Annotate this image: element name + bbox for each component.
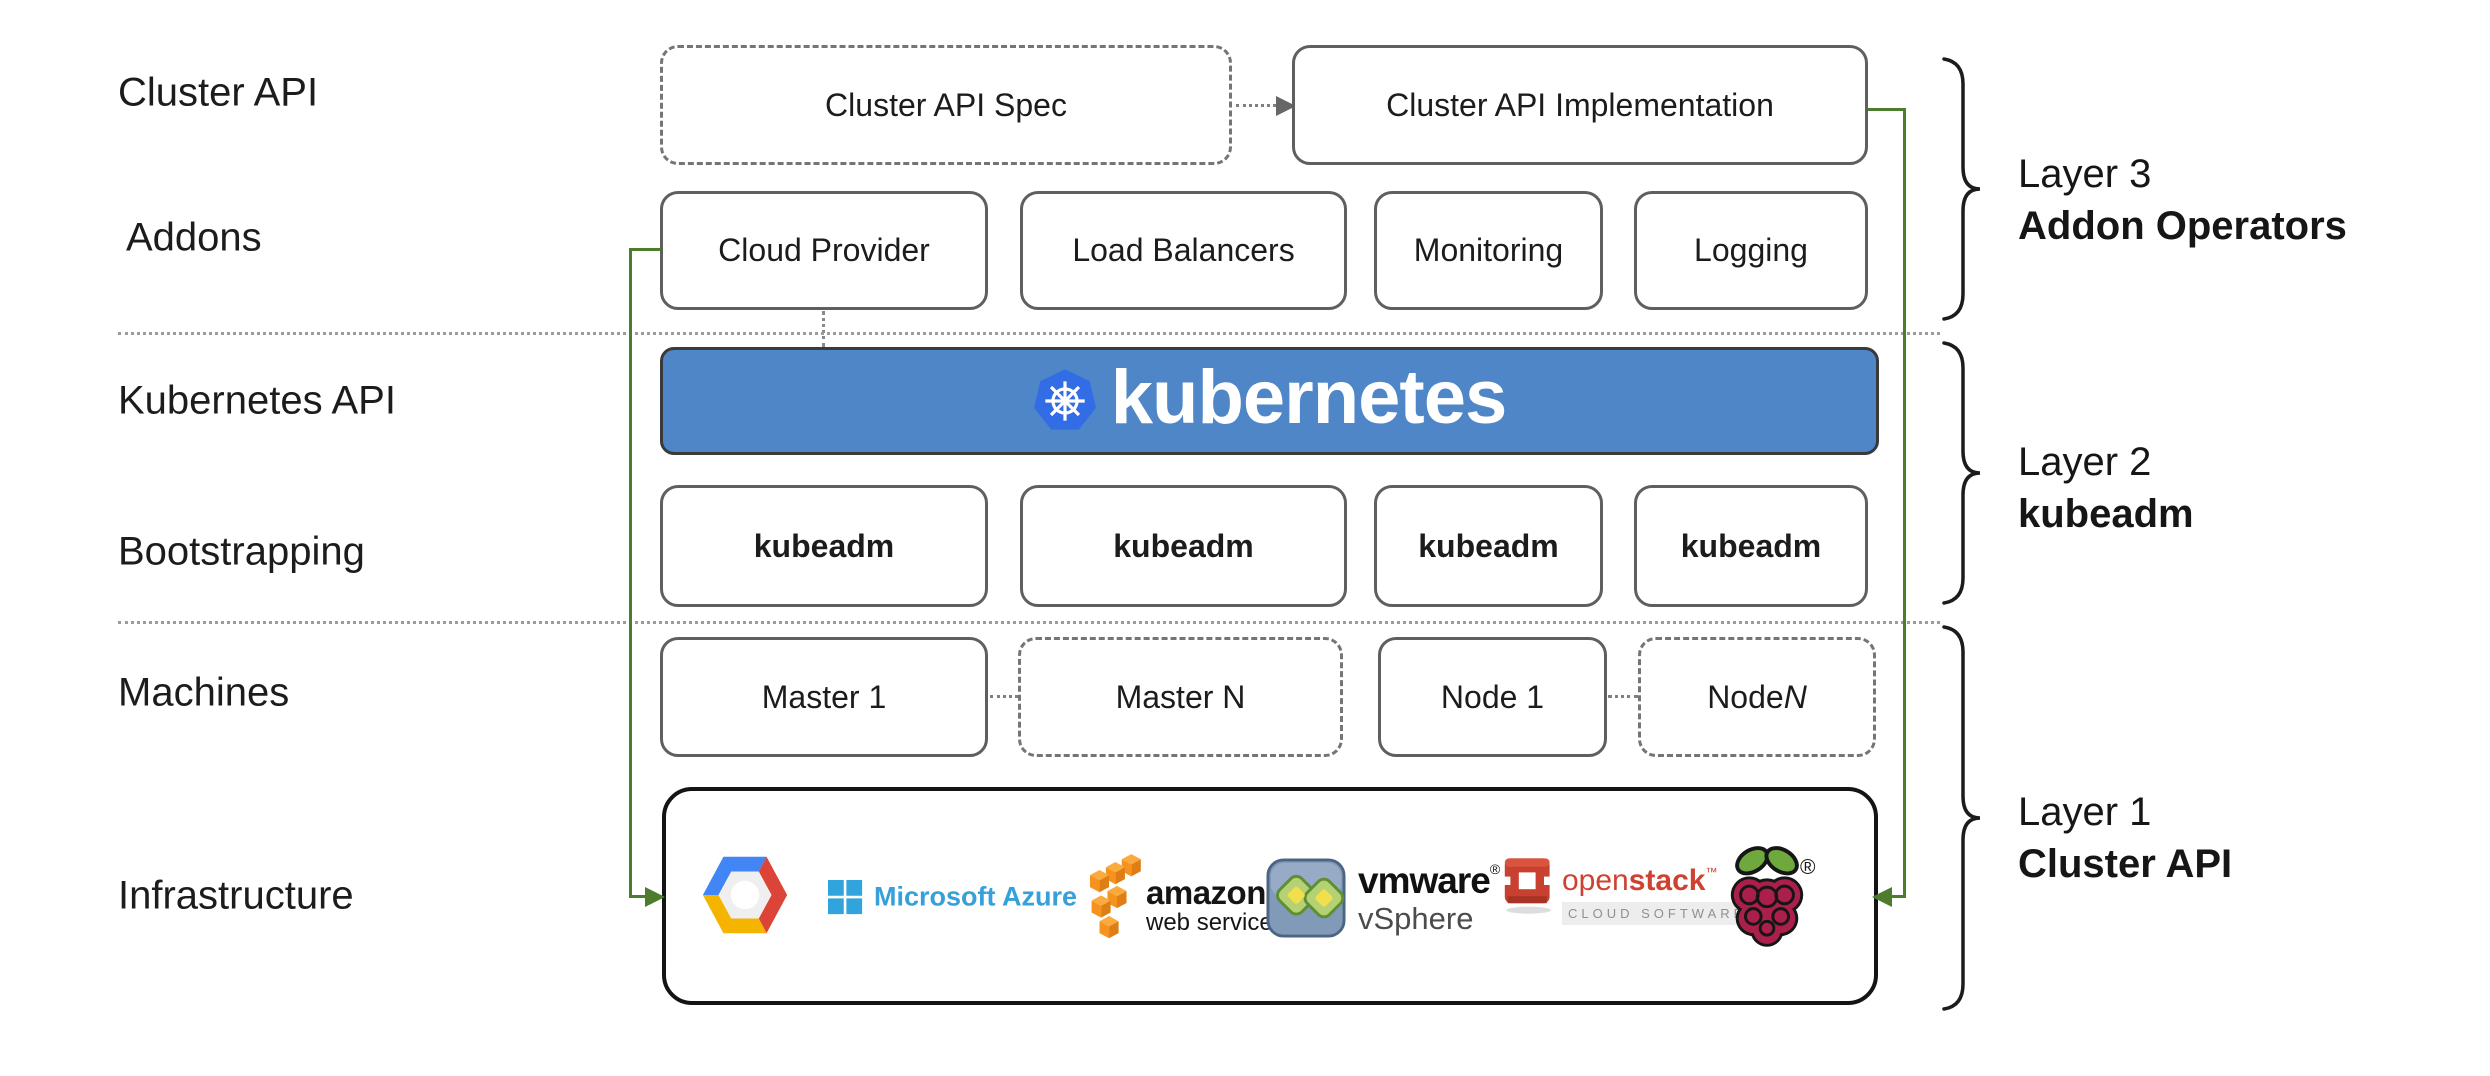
node-n-italic: N <box>1783 678 1807 715</box>
layer-2-brace-icon <box>1941 340 1983 611</box>
raspberry-pi-registered-mark: ® <box>1800 856 1816 879</box>
green-connector-implementation-stub <box>1868 108 1906 111</box>
raspberry-pi-icon <box>1722 836 1812 955</box>
machine-box-node-n: Node N <box>1638 637 1876 757</box>
green-connector-left-vertical <box>629 248 632 898</box>
vmware-wordmark-line2: vSphere <box>1358 901 1474 936</box>
row-label-bootstrapping: Bootstrapping <box>118 529 365 574</box>
openstack-word-stack: stack <box>1628 864 1706 897</box>
row-label-cluster-api: Cluster API <box>118 70 319 115</box>
layer-3-subtitle: Addon Operators <box>2018 204 2347 248</box>
node-n-label: Node <box>1707 678 1784 715</box>
vmware-vsphere-icon <box>1266 858 1346 943</box>
openstack-cloud-software-label: CLOUD SOFTWARE <box>1562 902 1753 925</box>
machine-box-master-1: Master 1 <box>660 637 988 757</box>
layer-2-annotation: Layer 2 kubeadm <box>2018 436 2194 540</box>
vmware-text: vmware <box>1358 860 1491 901</box>
section-separator-top <box>118 332 1940 335</box>
machine-box-node-1: Node 1 <box>1378 637 1607 757</box>
vmware-wordmark-line1: vmware® <box>1358 860 1500 901</box>
layer-2-title: Layer 2 <box>2018 440 2152 484</box>
layer-1-brace-icon <box>1941 624 1983 1017</box>
green-connector-cloud-provider-stub <box>629 248 661 251</box>
aws-wordmark-amazon: amazon <box>1146 874 1266 911</box>
cluster-api-implementation-box: Cluster API Implementation <box>1292 45 1868 165</box>
green-connector-left-bottom-stub <box>629 895 647 898</box>
machine-box-master-n: Master N <box>1018 637 1343 757</box>
section-separator-bottom <box>118 621 1940 624</box>
microsoft-azure-flag-icon <box>828 880 863 920</box>
addon-box-logging: Logging <box>1634 191 1868 310</box>
spec-to-impl-dotted-line <box>1236 104 1276 107</box>
google-cloud-platform-icon <box>696 846 794 949</box>
vmware-wordmark: vmware® vSphere <box>1358 860 1500 936</box>
green-arrowhead-right-icon <box>1872 887 1892 907</box>
layer-1-annotation: Layer 1 Cluster API <box>2018 786 2232 890</box>
layer-3-title: Layer 3 <box>2018 152 2152 196</box>
master-connector-dotted-line <box>990 695 1018 698</box>
row-label-kubernetes-api: Kubernetes API <box>118 378 396 423</box>
green-connector-right-bottom-stub <box>1890 895 1906 898</box>
openstack-wordmark-text: openstack™ <box>1562 866 1752 896</box>
aws-wordmark-webservices: web services <box>1146 909 1285 936</box>
cloud-provider-to-kubernetes-dotted-line <box>822 311 825 347</box>
microsoft-azure-wordmark: Microsoft Azure <box>874 881 1078 912</box>
addon-box-monitoring: Monitoring <box>1374 191 1603 310</box>
node-connector-dotted-line <box>1608 695 1638 698</box>
layer-3-brace-icon <box>1941 56 1983 327</box>
kubeadm-box-1: kubeadm <box>660 485 988 607</box>
aws-wordmark: amazon web services <box>1146 876 1285 935</box>
row-label-infrastructure: Infrastructure <box>118 873 354 918</box>
aws-cubes-icon <box>1090 854 1144 945</box>
openstack-trademark: ™ <box>1705 865 1718 879</box>
row-label-machines: Machines <box>118 670 290 715</box>
layer-1-title: Layer 1 <box>2018 790 2152 834</box>
kubeadm-box-2: kubeadm <box>1020 485 1347 607</box>
row-label-addons: Addons <box>126 215 262 260</box>
layer-3-annotation: Layer 3 Addon Operators <box>2018 148 2347 252</box>
green-connector-right-vertical <box>1903 108 1906 898</box>
layer-2-subtitle: kubeadm <box>2018 492 2194 536</box>
kubernetes-wordmark: kubernetes <box>1110 355 1507 440</box>
kubernetes-logo-icon <box>1033 368 1097 434</box>
green-arrowhead-left-icon <box>645 887 665 907</box>
openstack-word-open: open <box>1562 864 1629 897</box>
layer-1-subtitle: Cluster API <box>2018 842 2233 886</box>
openstack-wordmark: openstack™ CLOUD SOFTWARE <box>1562 866 1753 925</box>
openstack-icon <box>1502 854 1558 921</box>
kubeadm-box-3: kubeadm <box>1374 485 1603 607</box>
kubernetes-banner: kubernetes <box>660 347 1879 455</box>
kubeadm-box-4: kubeadm <box>1634 485 1868 607</box>
vmware-registered-mark: ® <box>1489 861 1500 877</box>
addon-box-cloud-provider: Cloud Provider <box>660 191 988 310</box>
cluster-api-spec-box: Cluster API Spec <box>660 45 1232 165</box>
spec-to-impl-arrowhead-icon <box>1276 96 1296 116</box>
addon-box-load-balancers: Load Balancers <box>1020 191 1347 310</box>
